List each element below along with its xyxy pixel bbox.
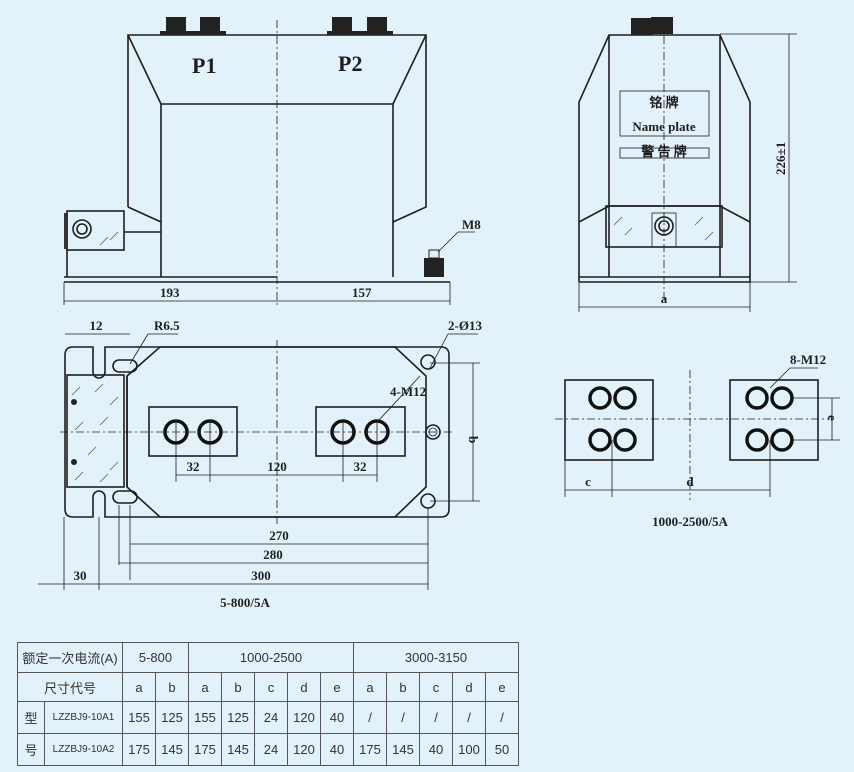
- caption-5-800: 5-800/5A: [220, 595, 270, 610]
- value-cell: 175: [353, 733, 387, 766]
- code-cell: b: [386, 672, 420, 702]
- code-cell: c: [254, 672, 288, 702]
- dim-157: 157: [352, 285, 372, 300]
- dim-270: 270: [269, 528, 289, 543]
- secondary-terminal-box: [64, 210, 161, 277]
- value-cell: /: [419, 701, 453, 734]
- label-p2: P2: [338, 51, 362, 76]
- value-cell: 40: [320, 733, 354, 766]
- model-name: LZZBJ9-10A2: [44, 733, 123, 766]
- dim-a: a: [661, 291, 668, 306]
- value-cell: 40: [320, 701, 354, 734]
- model-label: 号: [17, 733, 45, 766]
- caption-1000-2500: 1000-2500/5A: [652, 514, 728, 529]
- plan-view-large: 8-M12 c d e 1000-2500/5A: [555, 352, 840, 529]
- range-cell: 5-800: [122, 642, 189, 673]
- code-cell: b: [221, 672, 255, 702]
- terminal-bolts: [160, 17, 393, 35]
- plan-view-small: 32 120 32 12 R6.5 2-Ø13 4-M12 b 270 280 …: [38, 318, 482, 610]
- value-cell: /: [386, 701, 420, 734]
- dim-d: d: [686, 474, 694, 489]
- value-cell: 120: [287, 701, 321, 734]
- dim-32-left: 32: [187, 459, 200, 474]
- code-cell: b: [155, 672, 189, 702]
- value-cell: 100: [452, 733, 486, 766]
- value-cell: 120: [287, 733, 321, 766]
- dim-12: 12: [90, 318, 103, 333]
- value-cell: 40: [419, 733, 453, 766]
- value-cell: 125: [155, 701, 189, 734]
- value-cell: /: [452, 701, 486, 734]
- dimension-table: 额定一次电流(A) 5-800 1000-2500 3000-3150 尺寸代号…: [17, 642, 519, 766]
- dim-r6-5: R6.5: [154, 318, 180, 333]
- value-cell: 24: [254, 733, 288, 766]
- dim-e: e: [825, 415, 840, 421]
- nameplate-en: Name plate: [632, 119, 695, 134]
- dim-b: b: [466, 436, 481, 443]
- dim-300: 300: [251, 568, 271, 583]
- range-cell: 3000-3150: [353, 642, 519, 673]
- header-code: 尺寸代号: [17, 672, 123, 702]
- value-cell: 24: [254, 701, 288, 734]
- value-cell: 175: [188, 733, 222, 766]
- dim-c: c: [585, 474, 591, 489]
- dim-226: 226±1: [773, 142, 788, 175]
- table-row: 额定一次电流(A) 5-800 1000-2500 3000-3150: [17, 642, 519, 673]
- code-cell: c: [419, 672, 453, 702]
- code-cell: a: [353, 672, 387, 702]
- dim-2-d13: 2-Ø13: [448, 318, 482, 333]
- value-cell: 145: [386, 733, 420, 766]
- dim-280: 280: [263, 547, 283, 562]
- front-view: P1 P2 M8 193 157: [63, 17, 481, 305]
- value-cell: 50: [485, 733, 519, 766]
- m8-ground-bolt: [424, 231, 475, 277]
- model-label: 型: [17, 701, 45, 734]
- side-view: 铭 牌 Name plate 警 告 牌 226±1 a: [578, 17, 797, 312]
- value-cell: 155: [122, 701, 156, 734]
- dim-193: 193: [160, 285, 180, 300]
- label-m8: M8: [462, 217, 481, 232]
- value-cell: 145: [155, 733, 189, 766]
- table-row: 尺寸代号 a b a b c d e a b c d e: [17, 672, 519, 702]
- value-cell: 155: [188, 701, 222, 734]
- code-cell: d: [287, 672, 321, 702]
- header-current: 额定一次电流(A): [17, 642, 123, 673]
- value-cell: /: [485, 701, 519, 734]
- code-cell: d: [452, 672, 486, 702]
- table-row: 号 LZZBJ9-10A2 175 145 175 145 24 120 40 …: [17, 733, 519, 766]
- dim-32-right: 32: [354, 459, 367, 474]
- label-p1: P1: [192, 53, 216, 78]
- code-cell: a: [122, 672, 156, 702]
- code-cell: e: [320, 672, 354, 702]
- technical-drawing: P1 P2 M8 193 157 铭 牌 Name plate 警 告 牌 22…: [38, 17, 840, 610]
- dim-8-m12: 8-M12: [790, 352, 826, 367]
- value-cell: 125: [221, 701, 255, 734]
- range-cell: 1000-2500: [188, 642, 354, 673]
- value-cell: /: [353, 701, 387, 734]
- dim-30: 30: [74, 568, 87, 583]
- dim-4-m12: 4-M12: [390, 384, 426, 399]
- code-cell: e: [485, 672, 519, 702]
- code-cell: a: [188, 672, 222, 702]
- dim-120: 120: [267, 459, 287, 474]
- model-name: LZZBJ9-10A1: [44, 701, 123, 734]
- table-row: 型 LZZBJ9-10A1 155 125 155 125 24 120 40 …: [17, 701, 519, 734]
- value-cell: 145: [221, 733, 255, 766]
- value-cell: 175: [122, 733, 156, 766]
